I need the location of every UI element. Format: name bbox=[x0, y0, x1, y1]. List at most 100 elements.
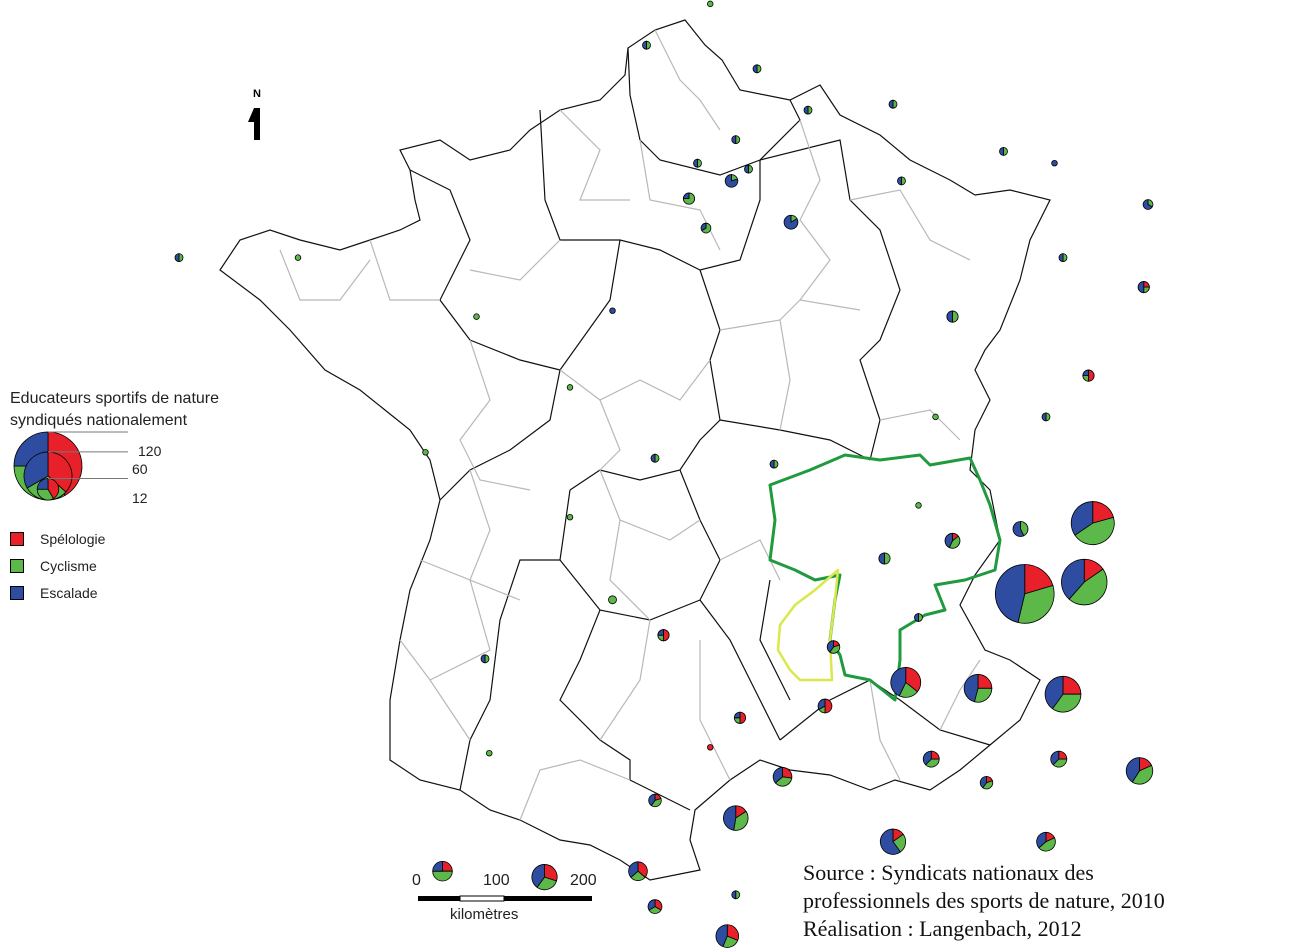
department-pie-25-slice-2 bbox=[1082, 369, 1089, 376]
department-pie-59 bbox=[1036, 831, 1056, 852]
department-pie-47-slice-2 bbox=[733, 711, 741, 719]
legend-item-escalade: Escalade bbox=[10, 584, 98, 602]
department-pie-7-slice-2 bbox=[744, 164, 749, 174]
region-border-7 bbox=[719, 419, 871, 461]
department-pie-25-slice-0 bbox=[1088, 369, 1095, 382]
department-pie-17-slice-2 bbox=[1058, 253, 1064, 263]
scale-unit-label: kilomètres bbox=[450, 906, 519, 923]
legend-pie-12-slice-1 bbox=[36, 488, 54, 501]
department-pie-24-slice-2 bbox=[946, 310, 953, 323]
legend-label-escalade: Escalade bbox=[40, 585, 98, 601]
department-pie-60-slice-0 bbox=[442, 860, 453, 872]
legend-size-circles bbox=[13, 431, 128, 501]
department-pie-12-slice-2 bbox=[888, 99, 894, 109]
department-pie-27 bbox=[932, 413, 939, 421]
department-pie-63-slice-2 bbox=[647, 899, 656, 911]
department-pie-54 bbox=[922, 750, 940, 768]
department-pie-62-slice-0 bbox=[637, 861, 648, 878]
department-pie-4-slice-2 bbox=[803, 105, 809, 115]
department-pie-23-slice-1 bbox=[566, 384, 574, 391]
department-pie-64-slice-1 bbox=[735, 890, 741, 900]
department-pie-41 bbox=[608, 595, 617, 605]
department-pie-58-slice-2 bbox=[879, 828, 901, 855]
department-pie-38 bbox=[1061, 558, 1108, 606]
department-pie-25-slice-1 bbox=[1082, 375, 1089, 382]
department-pie-37 bbox=[994, 564, 1055, 624]
department-pie-16-slice-2 bbox=[1142, 199, 1153, 210]
dept-border-2 bbox=[559, 109, 630, 201]
department-pie-31-slice-1 bbox=[566, 513, 574, 521]
department-pie-51-slice-1 bbox=[774, 776, 793, 787]
department-pie-14-slice-2 bbox=[999, 146, 1004, 156]
dept-border-6 bbox=[279, 249, 371, 301]
country-outline-path bbox=[219, 19, 1051, 881]
department-pie-48 bbox=[817, 698, 833, 714]
dept-border-20 bbox=[719, 539, 781, 581]
dept-border-4 bbox=[799, 119, 831, 301]
department-pie-42-slice-2 bbox=[657, 629, 664, 636]
department-pie-43 bbox=[480, 654, 490, 664]
department-pie-46 bbox=[1044, 675, 1082, 713]
department-pie-51-slice-2 bbox=[772, 767, 783, 784]
department-pie-46-slice-0 bbox=[1062, 675, 1082, 695]
department-pie-11 bbox=[783, 214, 799, 230]
department-pie-37-slice-2 bbox=[994, 564, 1026, 623]
department-pie-36-slice-2 bbox=[1070, 501, 1094, 536]
department-pie-11-slice-2 bbox=[783, 214, 799, 230]
dept-border-22 bbox=[699, 640, 731, 781]
department-pie-64-slice-2 bbox=[731, 890, 737, 900]
legend-item-cyclisme: Cyclisme bbox=[10, 557, 97, 575]
scale-bar-segment-1 bbox=[418, 896, 460, 901]
department-pie-28 bbox=[769, 459, 779, 469]
department-pie-28-slice-2 bbox=[769, 459, 775, 469]
dept-border-14 bbox=[879, 409, 961, 441]
department-pie-44-slice-0 bbox=[905, 667, 922, 693]
legend-title-line-1: Educateurs sportifs de nature bbox=[10, 390, 220, 407]
department-pie-55-slice-2 bbox=[979, 775, 987, 789]
department-pie-4 bbox=[803, 105, 813, 115]
department-pie-50-slice-1 bbox=[486, 749, 493, 757]
department-pie-30-slice-1 bbox=[422, 449, 429, 456]
department-pie-5-slice-2 bbox=[731, 135, 737, 145]
legend-size-120: 120 bbox=[138, 443, 162, 459]
department-pie-31 bbox=[566, 513, 574, 521]
department-pie-45 bbox=[963, 674, 993, 703]
department-pie-61-slice-0 bbox=[544, 864, 558, 882]
legend-pie-60-slice-2 bbox=[23, 451, 49, 489]
dept-border-15 bbox=[469, 469, 521, 601]
department-pie-59-slice-1 bbox=[1038, 837, 1056, 852]
department-pie-19-slice-1 bbox=[178, 253, 184, 263]
department-pie-14-slice-1 bbox=[1003, 146, 1008, 156]
department-pie-52-slice-0 bbox=[1058, 750, 1068, 760]
legend-swatch-cyclisme bbox=[10, 559, 24, 573]
source-line-3: Réalisation : Langenbach, 2012 bbox=[803, 916, 1082, 941]
legend-swatch-escalade bbox=[10, 586, 24, 600]
region-border-13 bbox=[759, 579, 791, 701]
department-pie-40-slice-2 bbox=[826, 640, 834, 653]
department-pie-34 bbox=[944, 532, 961, 549]
department-pie-45-slice-1 bbox=[973, 687, 993, 703]
legend-size-12: 12 bbox=[132, 490, 148, 506]
legend-item-speleologie: Spélologie bbox=[10, 530, 105, 548]
department-pie-64 bbox=[731, 890, 741, 900]
department-pie-61-slice-2 bbox=[531, 864, 545, 888]
department-pie-52-slice-2 bbox=[1050, 750, 1060, 766]
region-border-11 bbox=[559, 559, 601, 611]
department-pie-61 bbox=[531, 864, 558, 891]
dept-border-8 bbox=[469, 239, 561, 281]
legend-title: Educateurs sportifs de nature syndiqués … bbox=[10, 388, 219, 432]
department-pie-48-slice-0 bbox=[824, 698, 833, 714]
department-pie-21 bbox=[473, 313, 480, 320]
department-pie-14 bbox=[999, 146, 1008, 156]
department-pie-58 bbox=[879, 828, 907, 855]
department-pie-60-slice-1 bbox=[432, 870, 453, 882]
department-pie-53-slice-1 bbox=[1131, 764, 1154, 785]
dept-border-5 bbox=[849, 189, 971, 261]
department-pie-46-slice-1 bbox=[1051, 693, 1082, 713]
department-pie-10 bbox=[700, 222, 712, 234]
department-pie-53-slice-2 bbox=[1125, 757, 1140, 783]
department-pie-49-slice-0 bbox=[707, 744, 714, 751]
region-border-3 bbox=[759, 139, 901, 461]
department-pie-41-slice-1 bbox=[608, 595, 617, 605]
